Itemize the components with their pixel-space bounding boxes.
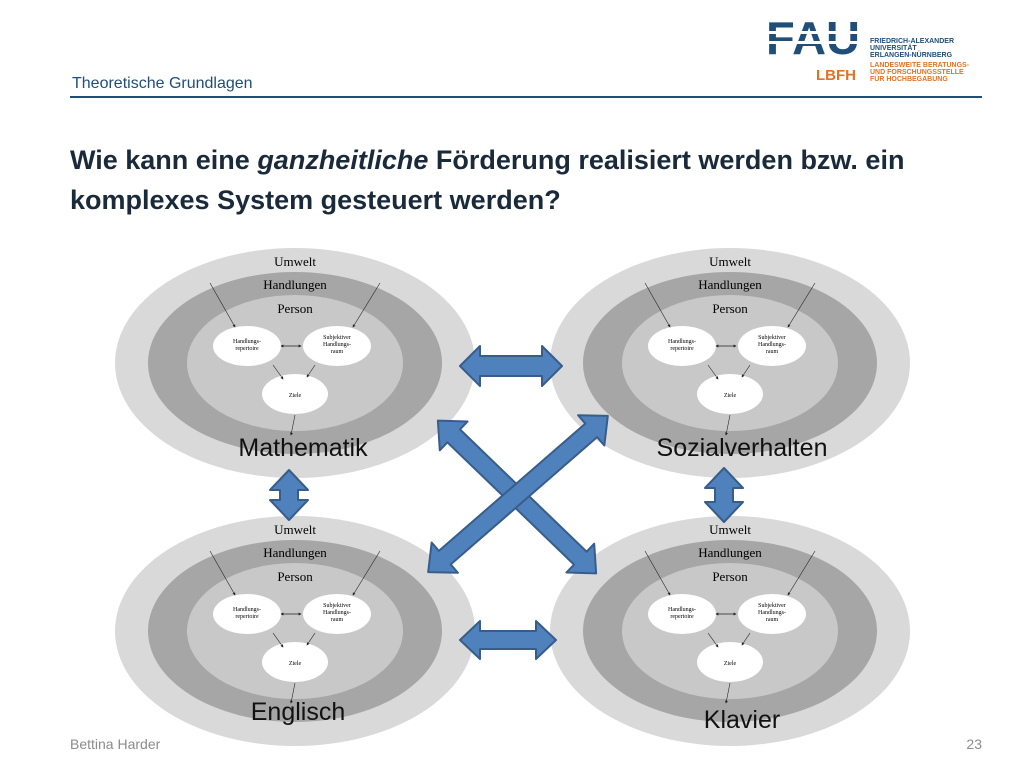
arrow-mathematik-englisch <box>269 469 309 521</box>
label-umwelt: Umwelt <box>274 254 316 269</box>
svg-text:Subjektiver: Subjektiver <box>323 603 351 609</box>
node-left-line-2: repertoire <box>235 346 259 352</box>
svg-text:Handlungs-: Handlungs- <box>758 610 786 616</box>
svg-text:repertoire: repertoire <box>235 614 259 620</box>
svg-text:Subjektiver: Subjektiver <box>758 335 786 341</box>
node-ziele <box>262 374 328 414</box>
model-cluster-mathematik: Umwelt Handlungen Person Handlungs- repe… <box>115 248 475 478</box>
section-title: Theoretische Grundlagen <box>72 75 253 92</box>
svg-text:Person: Person <box>712 301 748 316</box>
label-handlungen: Handlungen <box>263 277 327 292</box>
svg-text:Umwelt: Umwelt <box>274 522 316 537</box>
model-cluster-klavier: Umwelt Handlungen Person Handlungs- repe… <box>550 516 910 746</box>
arrow-sozialverhalten-englisch <box>427 414 609 574</box>
svg-text:Ziele: Ziele <box>289 661 302 667</box>
domain-label-mathematik: Mathematik <box>238 434 368 462</box>
footer-author: Bettina Harder <box>70 736 161 752</box>
arrow-sozialverhalten-klavier <box>704 467 744 523</box>
logo-university-line-1: FRIEDRICH-ALEXANDER <box>870 38 954 45</box>
arrow-mathematik-sozialverhalten <box>459 345 563 387</box>
svg-text:Person: Person <box>277 569 313 584</box>
svg-text:repertoire: repertoire <box>670 614 694 620</box>
svg-text:Person: Person <box>712 569 748 584</box>
logo-university-line-3: ERLANGEN-NÜRNBERG <box>870 52 953 59</box>
arrow-englisch-klavier <box>459 620 557 660</box>
svg-text:repertoire: repertoire <box>670 346 694 352</box>
svg-text:Handlungs-: Handlungs- <box>323 610 351 616</box>
logo-unit-line-2: UND FORSCHUNGSSTELLE <box>870 69 964 76</box>
svg-text:Handlungs-: Handlungs- <box>233 607 261 613</box>
domain-label-klavier: Klavier <box>704 706 780 734</box>
svg-text:Umwelt: Umwelt <box>709 522 751 537</box>
label-person: Person <box>277 301 313 316</box>
logo-unit-line-3: FÜR HOCHBEGABUNG <box>870 76 948 83</box>
domain-label-englisch: Englisch <box>251 698 346 726</box>
svg-text:raum: raum <box>331 617 344 623</box>
node-handlungsrepertoire <box>213 326 281 366</box>
svg-text:Handlungen: Handlungen <box>263 545 327 560</box>
logo-unit-line-1: LANDESWEITE BERATUNGS- <box>870 62 970 69</box>
slide-title: Wie kann eine ganzheitliche Förderung re… <box>70 145 905 215</box>
svg-text:raum: raum <box>766 349 779 355</box>
model-cluster-englisch: Umwelt Handlungen Person Handlungs- repe… <box>115 516 475 746</box>
svg-text:Handlungs-: Handlungs- <box>668 339 696 345</box>
node-right-line-2: Handlungs- <box>323 342 351 348</box>
footer-page-number: 23 <box>966 736 982 752</box>
model-cluster-sozialverhalten: Umwelt Handlungen Person Handlungs- repe… <box>550 248 910 478</box>
node-bottom-label: Ziele <box>289 393 302 399</box>
node-right-line-1: Subjektiver <box>323 335 351 341</box>
node-left-line-1: Handlungs- <box>233 339 261 345</box>
fau-logo: FAU LBFH <box>766 14 860 84</box>
header-rule <box>70 96 982 98</box>
title-emphasis: ganzheitliche <box>257 145 429 175</box>
domain-label-sozialverhalten: Sozialverhalten <box>657 434 828 462</box>
logo-sub: LBFH <box>816 67 856 84</box>
logo-mark: FAU <box>766 14 860 64</box>
svg-text:Ziele: Ziele <box>724 393 737 399</box>
svg-text:Umwelt: Umwelt <box>709 254 751 269</box>
svg-text:Handlungen: Handlungen <box>698 277 762 292</box>
svg-text:Handlungen: Handlungen <box>698 545 762 560</box>
node-subjektiver-handlungsraum <box>303 326 371 366</box>
logo-university-line-2: UNIVERSITÄT <box>870 45 917 52</box>
svg-text:Ziele: Ziele <box>724 661 737 667</box>
node-right-line-3: raum <box>331 349 344 355</box>
svg-text:Handlungs-: Handlungs- <box>758 342 786 348</box>
svg-text:Handlungs-: Handlungs- <box>668 607 696 613</box>
svg-text:Subjektiver: Subjektiver <box>758 603 786 609</box>
svg-text:raum: raum <box>766 617 779 623</box>
